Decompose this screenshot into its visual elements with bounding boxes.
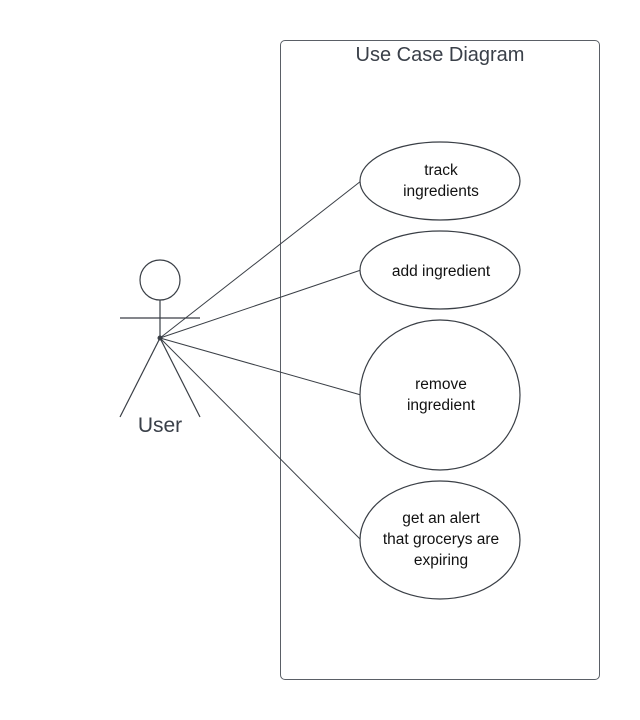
usecase-track-ingredients [359, 141, 521, 221]
system-boundary [280, 40, 600, 680]
actor-left-leg [119, 337, 161, 418]
usecase-label-add-ingredient: add ingredient [391, 262, 491, 280]
associations [159, 180, 362, 541]
actor-label: User [137, 414, 183, 437]
association-alert-expiring [159, 337, 362, 541]
association-track-ingredients [159, 180, 362, 339]
usecase-label-track-ingredients: track ingredients [403, 162, 479, 200]
system-title: Use Case Diagram [355, 44, 525, 66]
association-add-ingredient [159, 269, 362, 339]
actor-head [139, 259, 181, 301]
usecase-remove-ingredient [359, 319, 521, 471]
association-remove-ingredient [159, 337, 362, 396]
actor-figure [119, 259, 201, 418]
usecase-label-remove-ingredient: remove ingredient [406, 376, 476, 414]
usecase-label-alert-expiring: get an alert that grocerys are expiring [382, 509, 500, 569]
actor-right-leg [159, 337, 201, 418]
usecase-add-ingredient [359, 230, 521, 310]
usecase-alert-expiring [359, 480, 521, 600]
